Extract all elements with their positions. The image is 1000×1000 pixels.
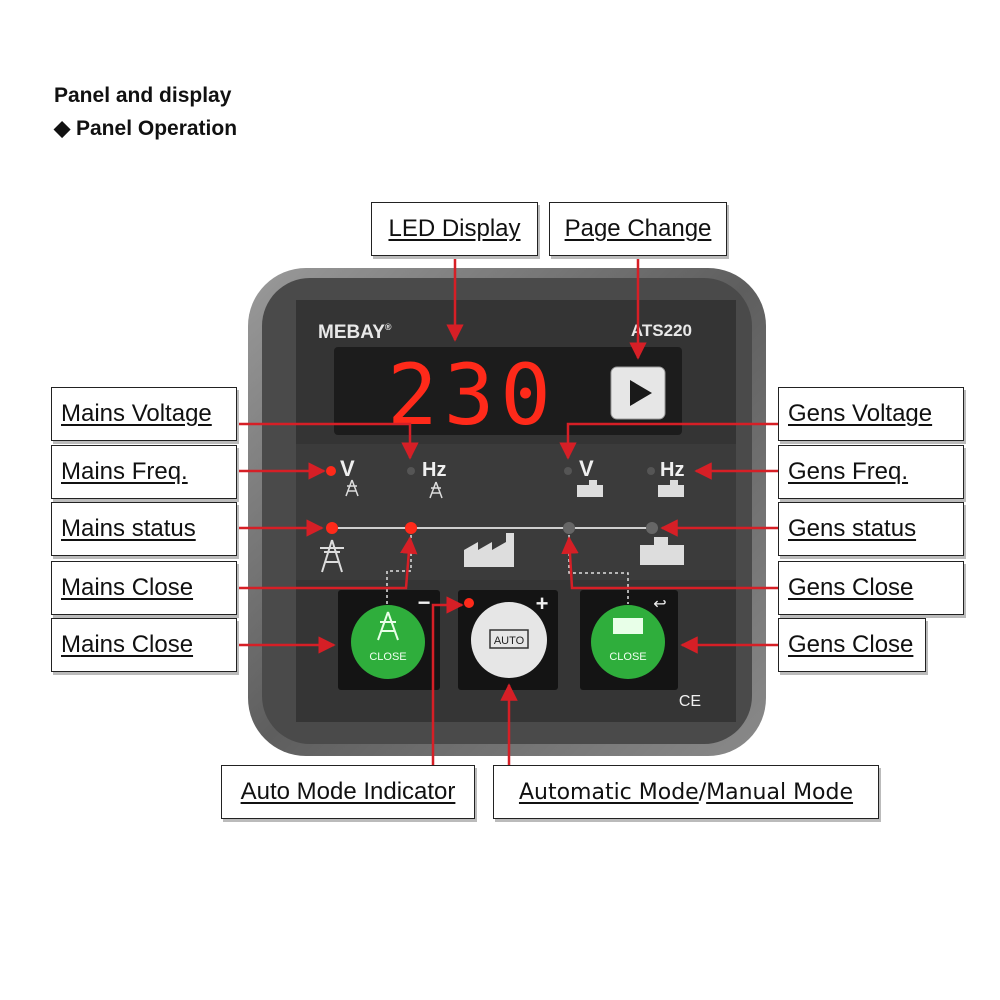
label-mains-voltage: Mains Voltage [51,387,237,441]
mains-close-button-label: CLOSE [369,651,406,663]
mains-close-tower-icon [377,611,399,641]
label-auto-mode-indicator: Auto Mode Indicator [221,765,475,819]
mains-close-led [405,522,417,534]
gens-close-generator-icon [613,618,643,634]
generator-icon [577,480,684,497]
gens-status-led [646,522,658,534]
label-mains-close-2: Mains Close [51,618,237,672]
label-mains-freq: Mains Freq. [51,445,237,499]
ce-mark: CE [679,693,701,710]
page-title: Panel and display [54,84,232,107]
auto-button-label: AUTO [494,635,525,647]
gens-close-button[interactable] [591,605,665,679]
tower-icon [345,479,443,499]
mains-hz-unit: Hz [422,459,446,481]
subtitle-text: Panel Operation [76,117,238,140]
page-subtitle: ◆ Panel Operation [54,116,237,141]
gens-voltage-led [564,467,572,475]
mains-tower-icon [320,539,344,573]
mains-v-unit: V [340,456,355,481]
mains-voltage-led [326,466,336,476]
label-gens-voltage: Gens Voltage [778,387,964,441]
label-page-change: Page Change [549,202,727,256]
mains-status-led [326,522,338,534]
plus-symbol: + [536,591,549,616]
auto-mode-led [464,598,474,608]
gens-freq-led [647,467,655,475]
gens-close-button-label: CLOSE [609,651,646,663]
gens-close-led [563,522,575,534]
factory-icon [464,533,514,567]
minus-symbol: − [418,590,431,615]
gens-v-unit: V [579,456,594,481]
label-led-display: LED Display [371,202,538,256]
label-auto-manual-mode: Automatic Mode/Manual Mode [493,765,879,819]
auto-button[interactable] [471,602,547,678]
gens-hz-unit: Hz [660,459,684,481]
play-icon [630,380,652,406]
label-gens-close-2: Gens Close [778,618,926,672]
label-mains-close-1: Mains Close [51,561,237,615]
diamond-bullet-icon: ◆ [54,117,71,140]
gens-generator-icon [640,537,684,565]
mains-freq-led [407,467,415,475]
model-label: ATS220 [631,321,692,340]
mains-close-button[interactable] [351,605,425,679]
label-mains-status: Mains status [51,502,237,556]
label-gens-close-1: Gens Close [778,561,964,615]
led-display [334,347,682,435]
label-gens-status: Gens status [778,502,964,556]
callout-arrows [237,257,778,765]
label-gens-freq: Gens Freq. [778,445,964,499]
led-display-value: 230 [387,346,557,444]
brand-logo: MEBAY® [318,322,392,343]
back-icon: ↩ [653,594,666,613]
